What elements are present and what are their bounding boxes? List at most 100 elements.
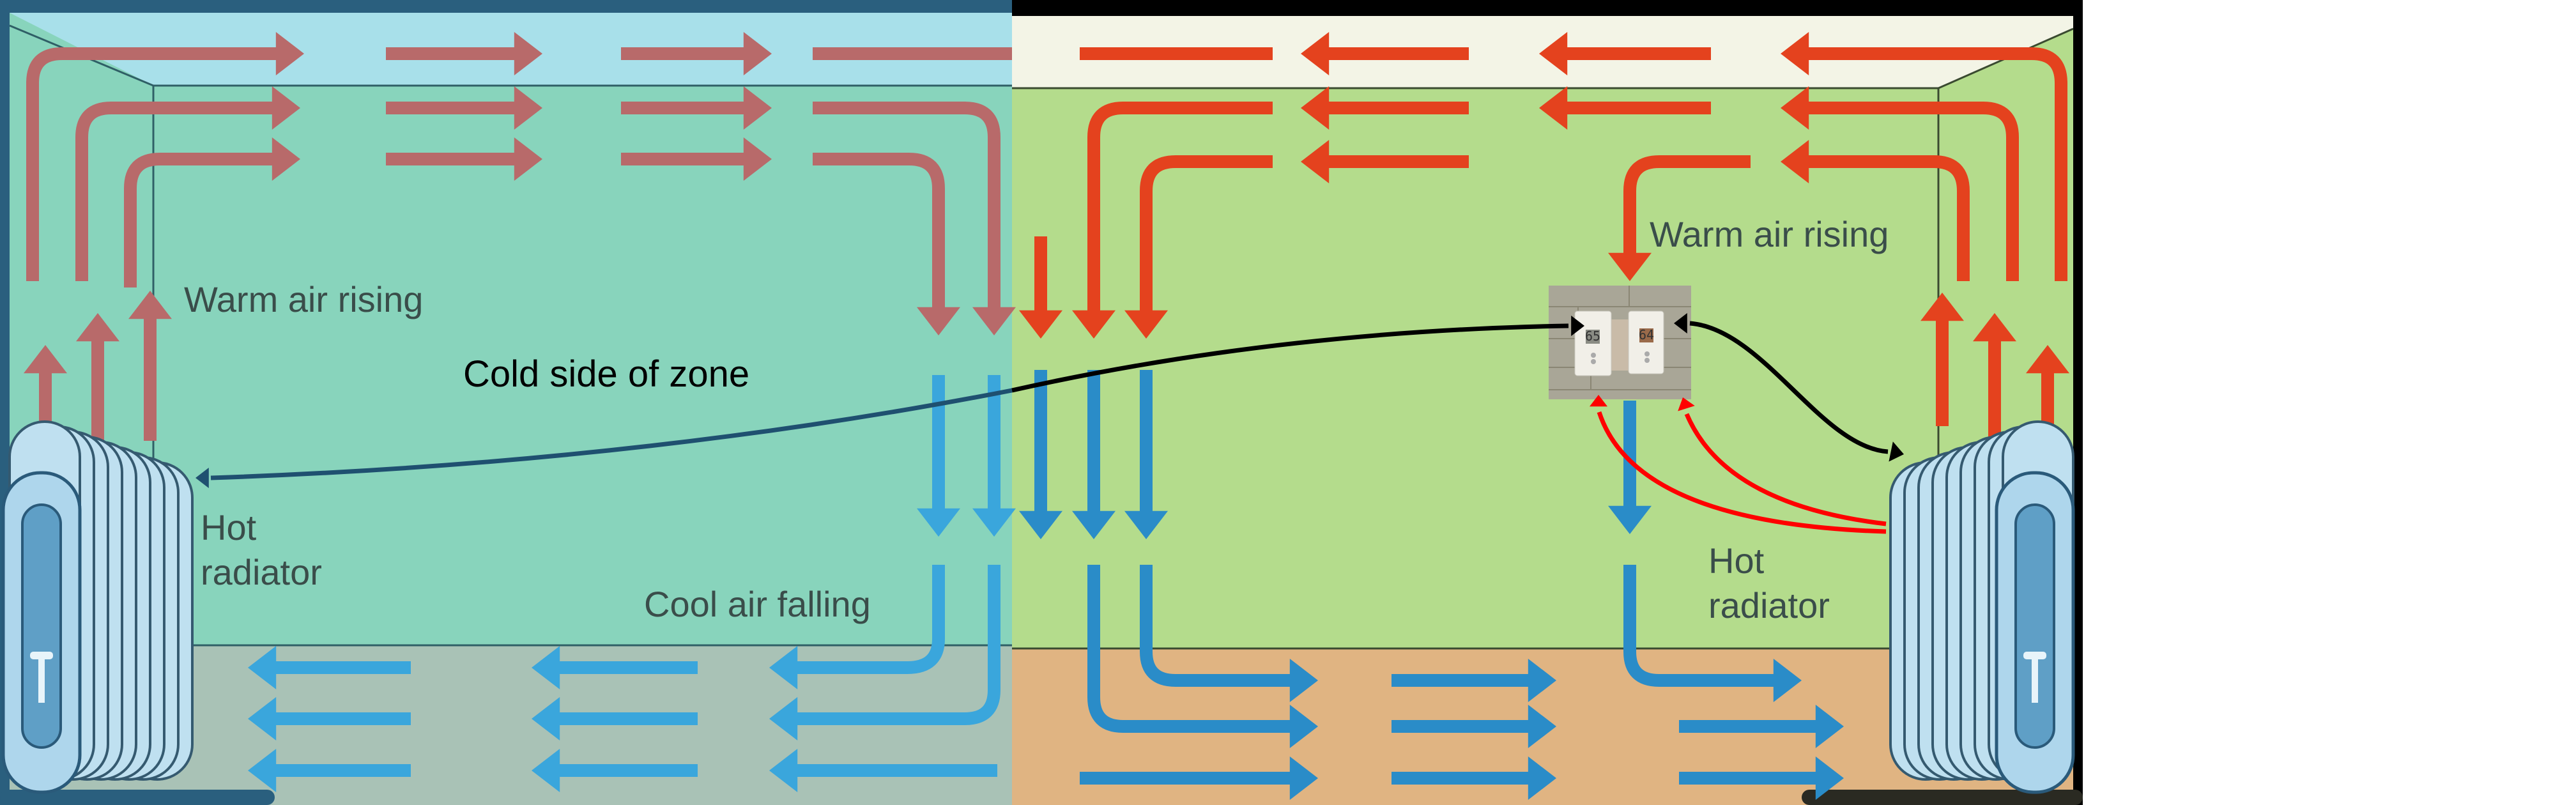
airflow-path — [1087, 102, 1273, 294]
arrowhead — [769, 697, 798, 740]
arrowhead — [1072, 510, 1116, 539]
airflow-path — [1140, 155, 1273, 294]
right-warm-air-label: Warm air rising — [1650, 214, 1889, 254]
arrowhead — [1072, 310, 1116, 339]
arrowhead — [1773, 659, 1802, 702]
arrowhead — [1590, 395, 1607, 407]
airflow-path — [26, 47, 204, 281]
left-hot-label-2: radiator — [201, 552, 322, 592]
airflow-path — [1827, 155, 1970, 281]
arrowhead — [769, 749, 798, 792]
arrowhead — [248, 749, 277, 792]
arrowhead — [532, 697, 560, 740]
right-bottom-tab — [1802, 790, 2083, 805]
radiator-valve — [2023, 652, 2046, 659]
right-hot-label-1: Hot — [1708, 540, 1765, 581]
arrowhead — [1124, 510, 1168, 539]
radiator-slot — [2014, 503, 2055, 749]
arrowhead — [1301, 86, 1330, 130]
left-radiator-icon — [1, 420, 194, 794]
thermostat-right: 64 — [1628, 310, 1664, 374]
arrowhead — [1781, 32, 1809, 75]
radiator-valve-stem — [2032, 652, 2038, 703]
airflow-path — [1623, 565, 1757, 687]
left-hot-label-1: Hot — [201, 507, 257, 548]
right-hot-label-2: radiator — [1708, 585, 1830, 625]
radiator-valve-stem — [38, 652, 45, 703]
arrowhead — [1973, 313, 2016, 342]
airflow-path — [1087, 565, 1271, 733]
arrowhead — [972, 307, 1016, 335]
left-warm-air-label: Warm air rising — [184, 279, 423, 319]
arrowhead — [76, 313, 119, 342]
airflow-path — [824, 565, 945, 674]
arrowhead — [514, 32, 542, 75]
cold-side-annotation: Cold side of zone — [463, 353, 749, 395]
arrowhead — [532, 646, 560, 689]
airflow-path — [813, 153, 945, 294]
arrowhead — [1289, 705, 1318, 748]
left-cool-air-label: Cool air falling — [644, 584, 871, 624]
arrowhead — [1289, 756, 1318, 800]
arrowhead — [1678, 397, 1695, 411]
arrowhead — [1889, 441, 1904, 462]
thermostat-left-display: 65 — [1585, 328, 1600, 344]
airflow-path — [824, 565, 1000, 725]
arrowhead — [195, 468, 209, 488]
arrowhead — [972, 508, 1016, 537]
arrowhead — [769, 646, 798, 689]
arrowhead — [1815, 705, 1844, 748]
arrowhead — [1539, 32, 1568, 75]
airflow-path — [75, 102, 204, 281]
cold-side-connector — [210, 388, 1013, 480]
radiator-thermostat-connector — [1689, 321, 1889, 454]
arrowhead — [514, 137, 542, 181]
arrowhead — [1528, 659, 1556, 702]
right-radiator-icon — [1889, 420, 2075, 794]
arrowhead — [1608, 505, 1652, 534]
thermostat-connector — [1011, 323, 1569, 393]
arrowhead — [1781, 86, 1809, 130]
radiator-slot — [21, 503, 62, 749]
arrowhead — [514, 86, 542, 130]
arrowhead — [272, 86, 300, 130]
thermostat-photo: 65 64 — [1549, 286, 1691, 399]
arrowhead — [248, 697, 277, 740]
arrowhead — [1539, 86, 1568, 130]
thermostat-left: 65 — [1574, 310, 1612, 376]
arrowhead — [1301, 140, 1330, 183]
arrowhead — [2026, 345, 2069, 374]
thermostat-right-display: 64 — [1639, 327, 1654, 342]
arrowhead — [1019, 510, 1062, 539]
left-bottom-tab — [0, 790, 275, 805]
arrowhead — [1124, 310, 1168, 339]
arrowhead — [1301, 32, 1330, 75]
arrowhead — [1674, 313, 1687, 334]
arrowhead — [532, 749, 560, 792]
arrowhead — [1528, 705, 1556, 748]
airflow-path — [1827, 47, 2067, 281]
arrowhead — [917, 307, 960, 335]
airflow-path — [813, 102, 1000, 294]
arrowhead — [248, 646, 277, 689]
arrowhead — [743, 86, 772, 130]
arrowhead — [1528, 756, 1556, 800]
arrowhead — [917, 508, 960, 537]
arrowhead — [128, 291, 172, 319]
heat-connector — [1684, 413, 1887, 526]
airflow-arrows — [24, 32, 2069, 800]
arrowhead — [1920, 293, 1964, 321]
arrowhead — [1289, 659, 1318, 702]
airflow-path — [1140, 565, 1271, 687]
heat-connector — [1597, 411, 1887, 534]
arrowhead — [1571, 316, 1584, 336]
arrowhead — [24, 345, 67, 374]
arrowhead — [1815, 756, 1844, 800]
arrowhead — [743, 32, 772, 75]
arrowhead — [1608, 252, 1652, 281]
airflow-path — [1827, 102, 2019, 281]
arrowhead — [743, 137, 772, 181]
arrowhead — [1019, 310, 1062, 339]
arrowhead — [1781, 140, 1809, 183]
